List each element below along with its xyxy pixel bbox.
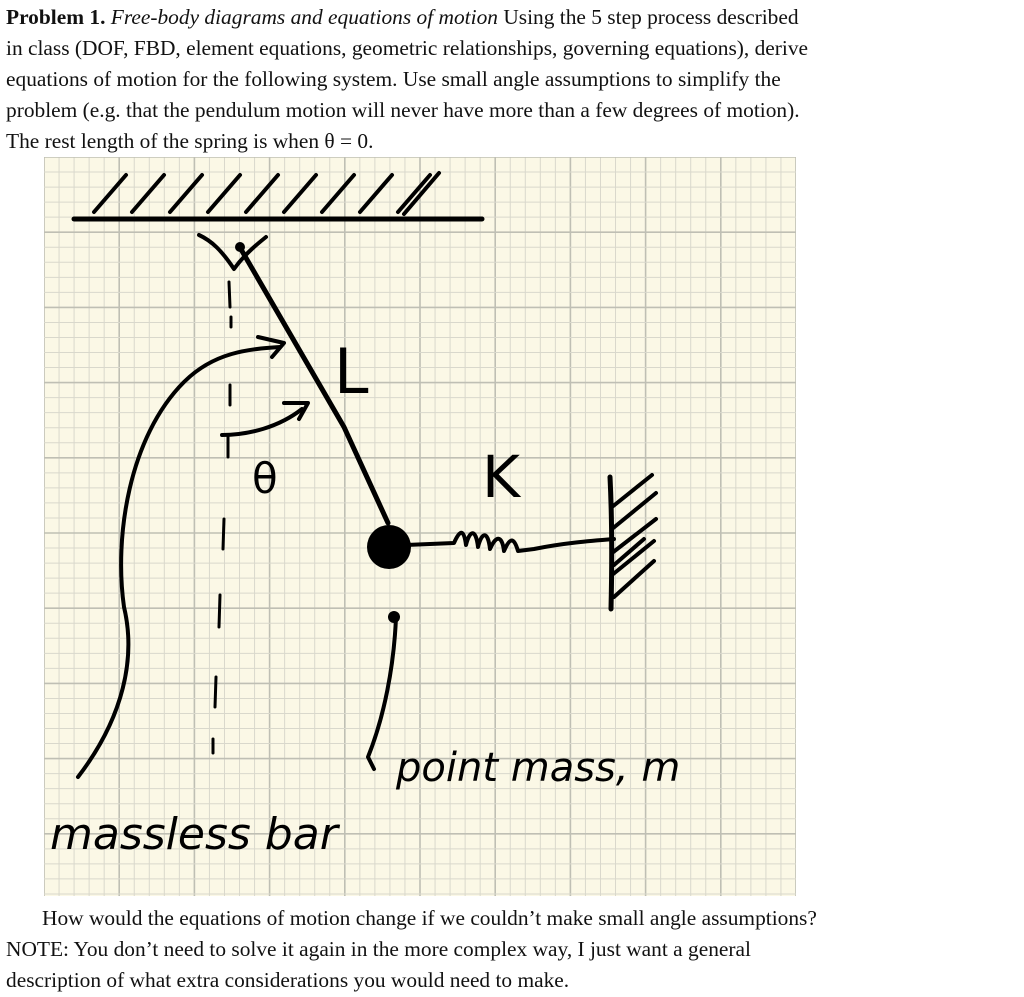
problem-title: Free-body diagrams and equations of moti… [110, 5, 498, 29]
problem-line-3: equations of motion for the following sy… [6, 67, 781, 91]
pendulum-spring-figure: L θ K point mass, m massless bar [44, 157, 796, 896]
pivot-mark [197, 233, 268, 271]
mass-pointer-line [366, 615, 398, 771]
bar-pointer-line [76, 345, 282, 779]
point-mass [367, 525, 411, 569]
mass-pointer-dot [388, 611, 400, 623]
theta-arc [220, 407, 304, 437]
problem-heading: Problem 1. [6, 5, 106, 29]
problem-line-5: The rest length of the spring is when θ … [6, 129, 374, 153]
wall-hatching [610, 473, 658, 599]
bar-pointer-arrowhead [256, 335, 286, 359]
bar-label: massless bar [50, 809, 341, 860]
followup-line-2: NOTE: You don’t need to solve it again i… [6, 937, 751, 961]
massless-bar [239, 248, 391, 526]
hand-drawn-sketch [71, 171, 658, 779]
followup-question: How would the equations of motion change… [6, 903, 1006, 996]
problem-line-2: in class (DOF, FBD, element equations, g… [6, 36, 809, 60]
spring [404, 530, 616, 553]
graph-paper-grid [44, 157, 796, 896]
problem-line-4: problem (e.g. that the pendulum motion w… [6, 98, 800, 122]
angle-label: θ [252, 454, 278, 503]
sketch-labels: L θ K point mass, m massless bar [50, 335, 680, 860]
ceiling-hatching [92, 171, 441, 216]
vertical-reference-line [211, 280, 233, 755]
wall [607, 474, 615, 612]
length-label: L [334, 335, 369, 408]
problem-line-1: Using the 5 step process described [503, 5, 799, 29]
spring-constant-label: K [482, 443, 522, 511]
mass-label: point mass, m [395, 745, 680, 791]
followup-line-1: How would the equations of motion change… [42, 906, 817, 930]
problem-statement: Problem 1. Free-body diagrams and equati… [6, 2, 1006, 157]
followup-line-3: description of what extra considerations… [6, 968, 570, 992]
theta-arrowhead [282, 401, 310, 421]
